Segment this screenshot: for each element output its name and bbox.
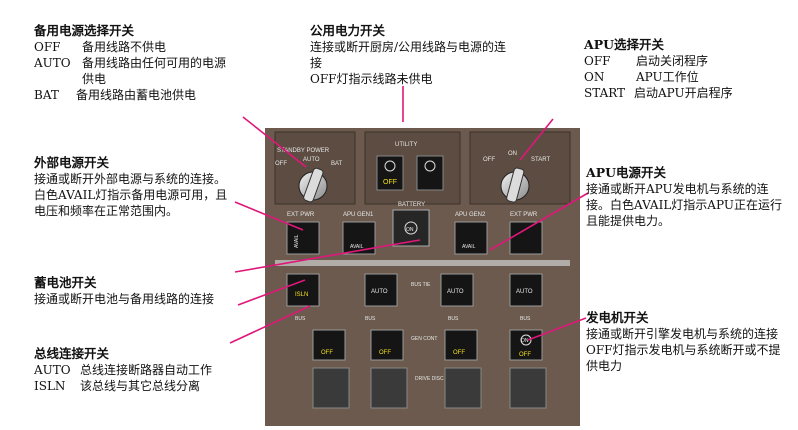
annotation-battery-switch: 蓄电池开关 接通或断开电池与备用线路的连接 bbox=[34, 275, 234, 307]
annotation-utility-title: 公用电力开关 bbox=[310, 23, 386, 38]
panel-graphic: STANDBY POWER OFF AUTO BAT OFF UTILITY O… bbox=[265, 128, 580, 426]
standby-power-knob[interactable] bbox=[298, 167, 328, 203]
utility-switch-left[interactable]: OFF bbox=[376, 155, 404, 191]
bus-label-4: BUS bbox=[520, 316, 531, 322]
battery-switch-top[interactable]: ON bbox=[392, 209, 430, 247]
annotation-utility-power: 公用电力开关 连接或断开厨房/公用线路与电源的连接 OFF灯指示线路未供电 bbox=[310, 23, 515, 87]
drive-disc-guard-3[interactable] bbox=[444, 367, 482, 409]
bus-label-3: BUS bbox=[448, 316, 459, 322]
bus-tie-switch-4[interactable]: AUTO bbox=[509, 273, 543, 307]
bus-tie-switch-3[interactable]: AUTO bbox=[440, 273, 474, 307]
bus-label-2: BUS bbox=[365, 316, 376, 322]
apu-start-label: START bbox=[531, 157, 550, 163]
drive-disc-guard-1[interactable] bbox=[312, 367, 350, 409]
drive-disc-guard-4[interactable] bbox=[509, 367, 547, 409]
svg-text:OFF: OFF bbox=[519, 352, 531, 358]
svg-text:OFF: OFF bbox=[383, 179, 397, 186]
ext-pwr2-switch[interactable] bbox=[509, 221, 543, 255]
annotation-external-title: 外部电源开关 bbox=[34, 155, 110, 170]
ext-pwr-label: EXT PWR bbox=[287, 212, 315, 218]
standby-label: STANDBY POWER bbox=[277, 148, 330, 154]
svg-text:ISLN: ISLN bbox=[295, 292, 308, 298]
svg-text:AUTO: AUTO bbox=[371, 289, 388, 295]
utility-label: UTILITY bbox=[395, 142, 417, 148]
annotation-apu-power-title: APU电源开关 bbox=[586, 165, 666, 180]
svg-text:OFF: OFF bbox=[453, 350, 465, 356]
svg-text:OFF: OFF bbox=[379, 350, 391, 356]
bus-label-1: BUS bbox=[295, 316, 306, 322]
gen-cont-switch-4[interactable]: ON OFF bbox=[509, 329, 543, 361]
electrical-panel: STANDBY POWER OFF AUTO BAT OFF UTILITY O… bbox=[265, 128, 580, 426]
gen-cont-label: GEN CONT bbox=[411, 336, 437, 342]
svg-text:OFF: OFF bbox=[321, 350, 333, 356]
battery-label: BATTERY bbox=[398, 202, 425, 208]
gen-cont-switch-3[interactable]: OFF bbox=[444, 329, 478, 361]
ext-pwr2-label: EXT PWR bbox=[510, 212, 538, 218]
svg-text:ON: ON bbox=[406, 227, 414, 233]
annotation-battery-title: 蓄电池开关 bbox=[34, 275, 97, 290]
annotation-external-power: 外部电源开关 接通或断开外部电源与系统的连接。 白色AVAIL灯指示备用电源可用… bbox=[34, 155, 239, 219]
bus-stripe bbox=[275, 260, 570, 266]
bus-tie-switch-1[interactable]: ISLN bbox=[286, 273, 320, 307]
apu-gen2-switch[interactable]: AVAIL bbox=[454, 221, 488, 255]
svg-text:AUTO: AUTO bbox=[516, 289, 533, 295]
bus-tie-label: BUS TIE bbox=[411, 282, 431, 288]
apu-gen1-label: APU GEN1 bbox=[343, 212, 374, 218]
annotation-standby-title: 备用电源选择开关 bbox=[34, 23, 135, 38]
svg-text:AVAIL: AVAIL bbox=[462, 244, 476, 250]
apu-off-label: OFF bbox=[483, 157, 495, 163]
drive-disc-label: DRIVE DISC bbox=[415, 376, 444, 382]
annotation-generator-title: 发电机开关 bbox=[586, 310, 649, 325]
svg-text:ON: ON bbox=[521, 338, 529, 344]
annotation-apu-power: APU电源开关 接通或断开APU发电机与系统的连接。白色AVAIL灯指示APU正… bbox=[586, 165, 786, 229]
apu-gen2-label: APU GEN2 bbox=[455, 212, 486, 218]
gen-cont-switch-1[interactable]: OFF bbox=[312, 329, 346, 361]
standby-off-label: OFF bbox=[275, 161, 287, 167]
utility-switch-right[interactable] bbox=[416, 155, 444, 191]
standby-bat-label: BAT bbox=[331, 161, 343, 167]
svg-text:AVAIL: AVAIL bbox=[294, 234, 300, 248]
standby-auto-label: AUTO bbox=[303, 157, 320, 163]
gen-cont-switch-2[interactable]: OFF bbox=[370, 329, 404, 361]
annotation-bus-tie-title: 总线连接开关 bbox=[34, 346, 110, 361]
apu-on-label: ON bbox=[508, 151, 517, 157]
ext-pwr-switch[interactable]: AVAIL bbox=[286, 221, 320, 255]
apu-gen1-switch[interactable]: AVAIL bbox=[342, 221, 376, 255]
bus-tie-switch-2[interactable]: AUTO bbox=[364, 273, 398, 307]
annotation-generator-switch: 发电机开关 接通或断开引擎发电机与系统的连接 OFF灯指示发电机与系统断开或不提… bbox=[586, 310, 786, 374]
svg-text:AVAIL: AVAIL bbox=[350, 244, 364, 250]
svg-text:AUTO: AUTO bbox=[447, 289, 464, 295]
drive-disc-guard-2[interactable] bbox=[370, 367, 408, 409]
annotation-apu-selector-title: APU选择开关 bbox=[584, 37, 664, 52]
